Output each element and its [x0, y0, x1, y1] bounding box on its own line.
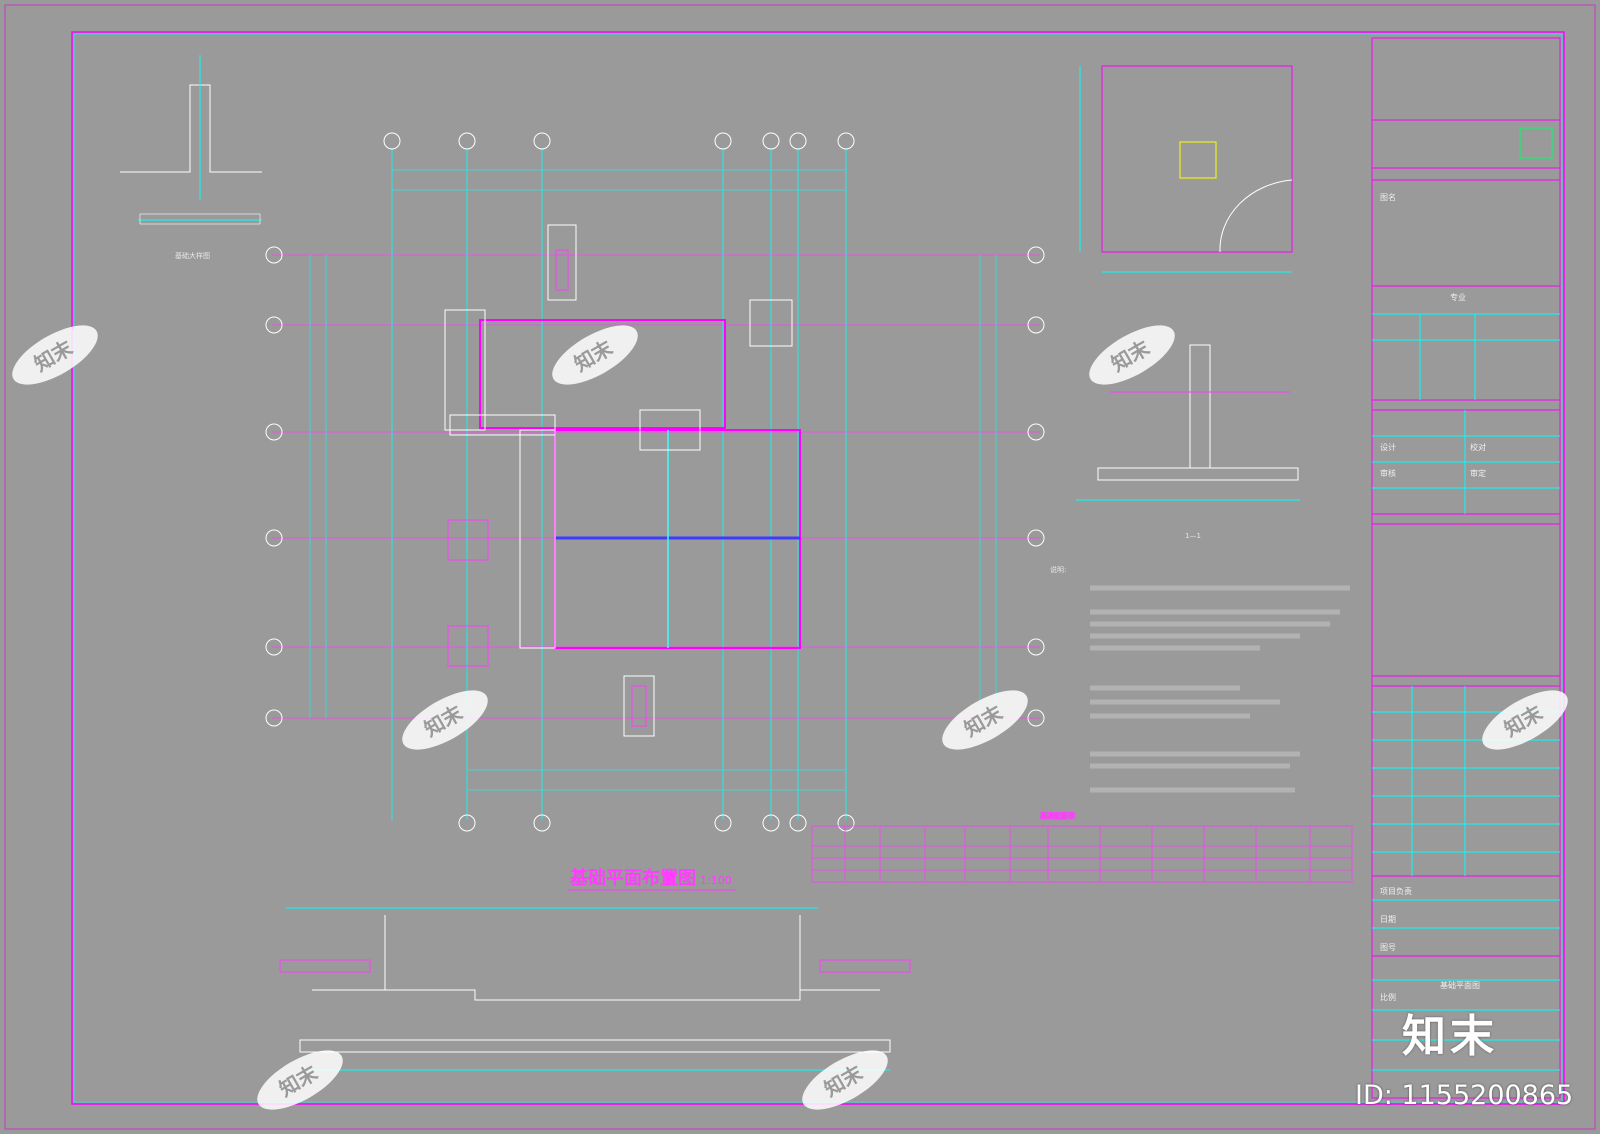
foundation-detail: 基础大样图: [120, 55, 262, 260]
axis-grid: [265, 132, 1045, 832]
tb-label-drawing-no: 图号: [1380, 943, 1396, 952]
column-detail: [1079, 65, 1293, 273]
title-block-text: 图名 专业 设计 校对 审核 审定 项目负责 日期 图号 比例 基础平面图: [1380, 192, 1486, 1002]
title-block: [1371, 37, 1561, 1099]
foundation-elevation: [279, 907, 911, 1071]
section-label: 1—1: [1185, 532, 1201, 540]
tb-label-date: 日期: [1380, 915, 1396, 924]
watermark-image-id: ID: 1155200865: [1355, 1080, 1574, 1111]
plan-title-group: 基础平面布置图 1:100: [568, 867, 736, 891]
dimension-lines: [309, 169, 997, 791]
tb-label-drawing-name: 图名: [1380, 192, 1396, 202]
foundation-detail-title: 基础大样图: [175, 251, 210, 260]
tb-label-review: 审核: [1380, 468, 1396, 478]
foundation-plan: [444, 224, 801, 737]
tb-label-project-lead: 项目负责: [1380, 886, 1412, 896]
notes-heading: 说明:: [1050, 565, 1066, 574]
plan-title: 基础平面布置图: [569, 867, 696, 889]
tb-label-discipline: 专业: [1450, 292, 1466, 302]
plan-scale: 1:100: [700, 874, 732, 887]
tb-label-scale: 比例: [1380, 992, 1396, 1002]
rebar-table: 基础配筋表: [811, 811, 1353, 883]
tb-label-design: 设计: [1380, 442, 1396, 452]
rebar-table-heading: 基础配筋表: [1040, 811, 1075, 820]
tb-label-check: 校对: [1470, 442, 1486, 452]
watermark-stamps: 知末 知末 知末 知末 知末 知末 知末 知末: [12, 325, 1568, 1110]
general-notes: 说明:: [1050, 565, 1350, 793]
watermark-brand: 知末: [1402, 1011, 1498, 1062]
section-1-1: 1—1: [1076, 344, 1300, 540]
tb-drawing-title: 基础平面图: [1440, 980, 1480, 990]
tb-label-approve: 审定: [1470, 468, 1486, 478]
